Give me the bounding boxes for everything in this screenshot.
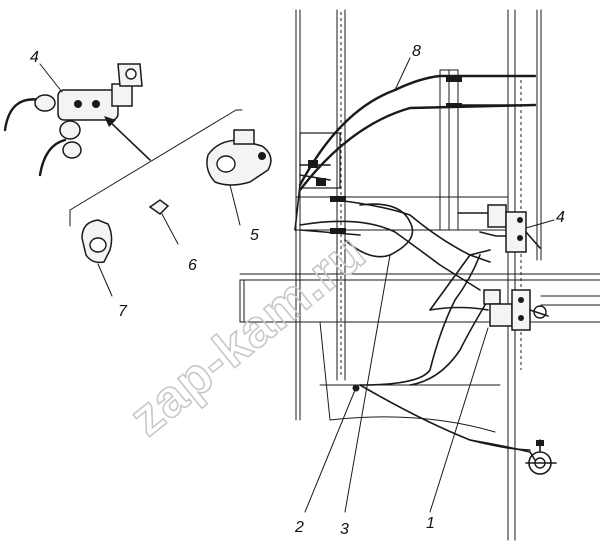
detail-divider [69, 109, 243, 227]
label-2: 2 [294, 519, 304, 536]
switch-assembly-upper [479, 204, 541, 253]
detail-part-6 [148, 199, 179, 245]
label-4-assembly: 4 [556, 209, 565, 226]
label-4-detail: 4 [30, 49, 39, 66]
label-3: 3 [340, 521, 349, 538]
label-8: 8 [412, 43, 421, 60]
label-7: 7 [118, 303, 128, 320]
switch-assembly-lower [483, 289, 549, 331]
detail-part-4 [3, 63, 143, 177]
detail-part-7 [81, 219, 113, 297]
watermark: zap-kam.ru [119, 223, 377, 447]
leader-lines [39, 57, 555, 513]
label-1: 1 [426, 515, 435, 532]
label-6: 6 [188, 257, 197, 274]
detail-part-5 [206, 129, 272, 186]
wiring-harness [294, 74, 557, 475]
label-5: 5 [250, 227, 259, 244]
